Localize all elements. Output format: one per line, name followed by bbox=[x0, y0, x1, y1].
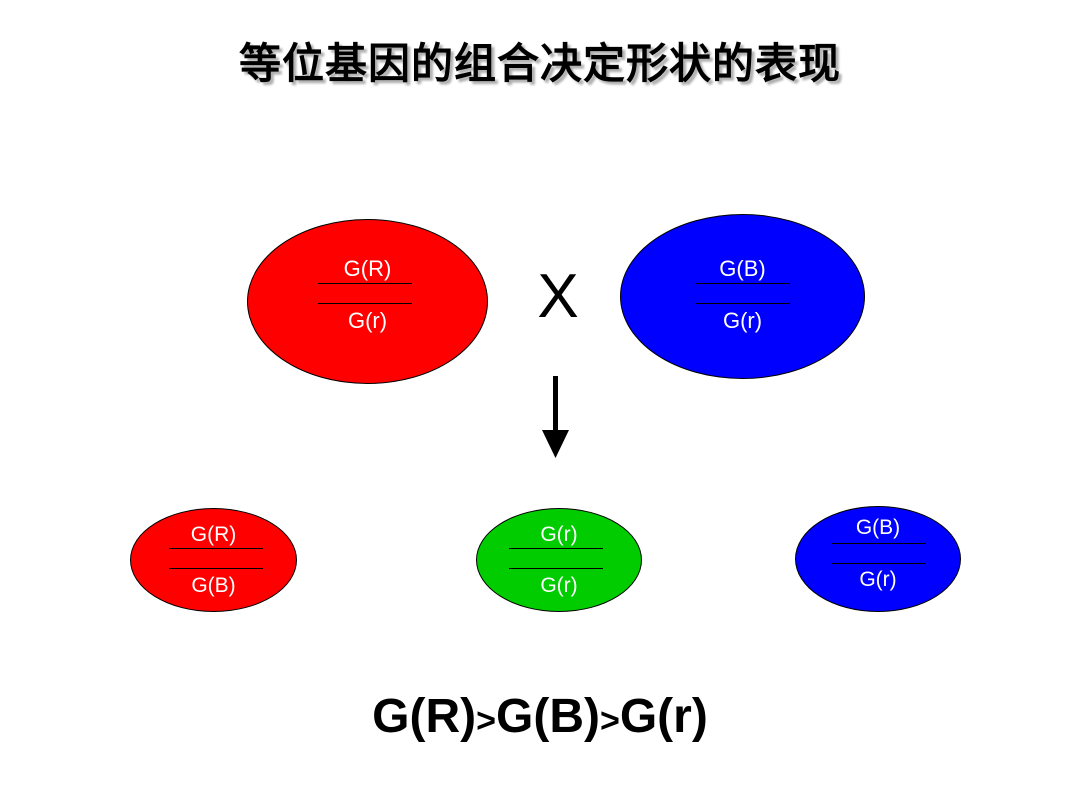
offspring-red-genotype: G(R) G(B) bbox=[130, 508, 297, 612]
offspring-blue-line-upper bbox=[832, 543, 926, 544]
offspring-green-genotype: G(r) G(r) bbox=[476, 508, 642, 612]
slide-title: 等位基因的组合决定形状的表现 bbox=[238, 39, 841, 88]
down-arrow-icon bbox=[542, 376, 569, 458]
offspring-red-top-allele: G(R) bbox=[190, 523, 237, 546]
parent-blue-bottom-allele: G(r) bbox=[722, 308, 763, 333]
parent-blue-genotype: G(B) G(r) bbox=[620, 214, 865, 379]
dominance-first: G(R) bbox=[372, 690, 477, 743]
parent-red-line-lower bbox=[318, 303, 412, 304]
dominance-relation: G(R)>G(B)>G(r) bbox=[0, 688, 1080, 750]
parent-red-top-allele: G(R) bbox=[343, 256, 392, 281]
dominance-gt-1: > bbox=[476, 702, 496, 740]
offspring-blue-genotype: G(B) G(r) bbox=[795, 506, 961, 612]
offspring-green-line-upper bbox=[509, 548, 603, 549]
parent-blue-line-lower bbox=[696, 303, 790, 304]
parent-blue-top-allele: G(B) bbox=[719, 256, 766, 281]
dominance-second: G(B) bbox=[496, 690, 600, 743]
dominance-third: G(r) bbox=[619, 690, 708, 743]
cross-symbol: X bbox=[537, 262, 579, 331]
offspring-green-top-allele: G(r) bbox=[540, 523, 578, 546]
offspring-blue-bottom-allele: G(r) bbox=[859, 568, 897, 591]
parent-red-genotype: G(R) G(r) bbox=[247, 219, 488, 384]
offspring-red-line-lower bbox=[169, 568, 263, 569]
parent-blue-line-upper bbox=[696, 283, 790, 284]
offspring-blue-line-lower bbox=[832, 563, 926, 564]
offspring-blue-top-allele: G(B) bbox=[855, 516, 901, 539]
offspring-green-bottom-allele: G(r) bbox=[540, 574, 578, 597]
offspring-red-bottom-allele: G(B) bbox=[191, 574, 236, 597]
offspring-red-line-upper bbox=[169, 548, 263, 549]
dominance-gt-2: > bbox=[599, 702, 620, 740]
offspring-green-line-lower bbox=[509, 568, 603, 569]
parent-red-line-upper bbox=[318, 283, 412, 284]
parent-red-bottom-allele: G(r) bbox=[347, 308, 388, 333]
